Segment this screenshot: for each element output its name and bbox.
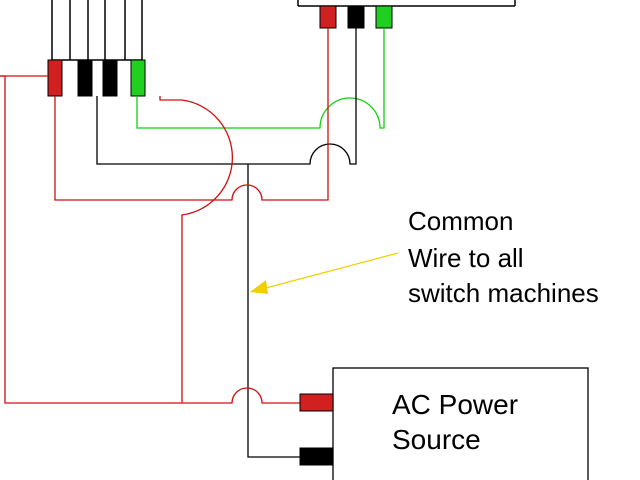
common-label-line2: Wire to all xyxy=(408,243,524,273)
right-red-terminal xyxy=(319,5,337,29)
right-black-terminal xyxy=(347,5,365,29)
power-label-line1: AC Power xyxy=(392,389,518,420)
right-green-terminal xyxy=(375,5,393,29)
power-source-box xyxy=(332,367,589,480)
power-red-terminal xyxy=(299,393,334,412)
red-wire-crossover xyxy=(0,75,233,403)
black-wire-top xyxy=(96,28,357,165)
common-label-line3: switch machines xyxy=(408,278,599,308)
red-wire-to-power xyxy=(0,75,300,404)
left-red-terminal xyxy=(47,59,63,97)
pointer-arrow xyxy=(250,252,399,294)
common-wire xyxy=(247,164,300,458)
switch-machine-left xyxy=(47,0,146,97)
left-black-terminal-2 xyxy=(102,59,118,97)
power-black-terminal xyxy=(299,447,334,466)
common-label-line1: Common xyxy=(408,206,513,236)
left-black-terminal-1 xyxy=(77,59,93,97)
power-label-line2: Source xyxy=(392,424,481,455)
switch-machine-right xyxy=(297,0,516,29)
green-wire xyxy=(136,28,385,129)
red-wire-left xyxy=(54,28,329,201)
left-green-terminal xyxy=(130,59,146,97)
